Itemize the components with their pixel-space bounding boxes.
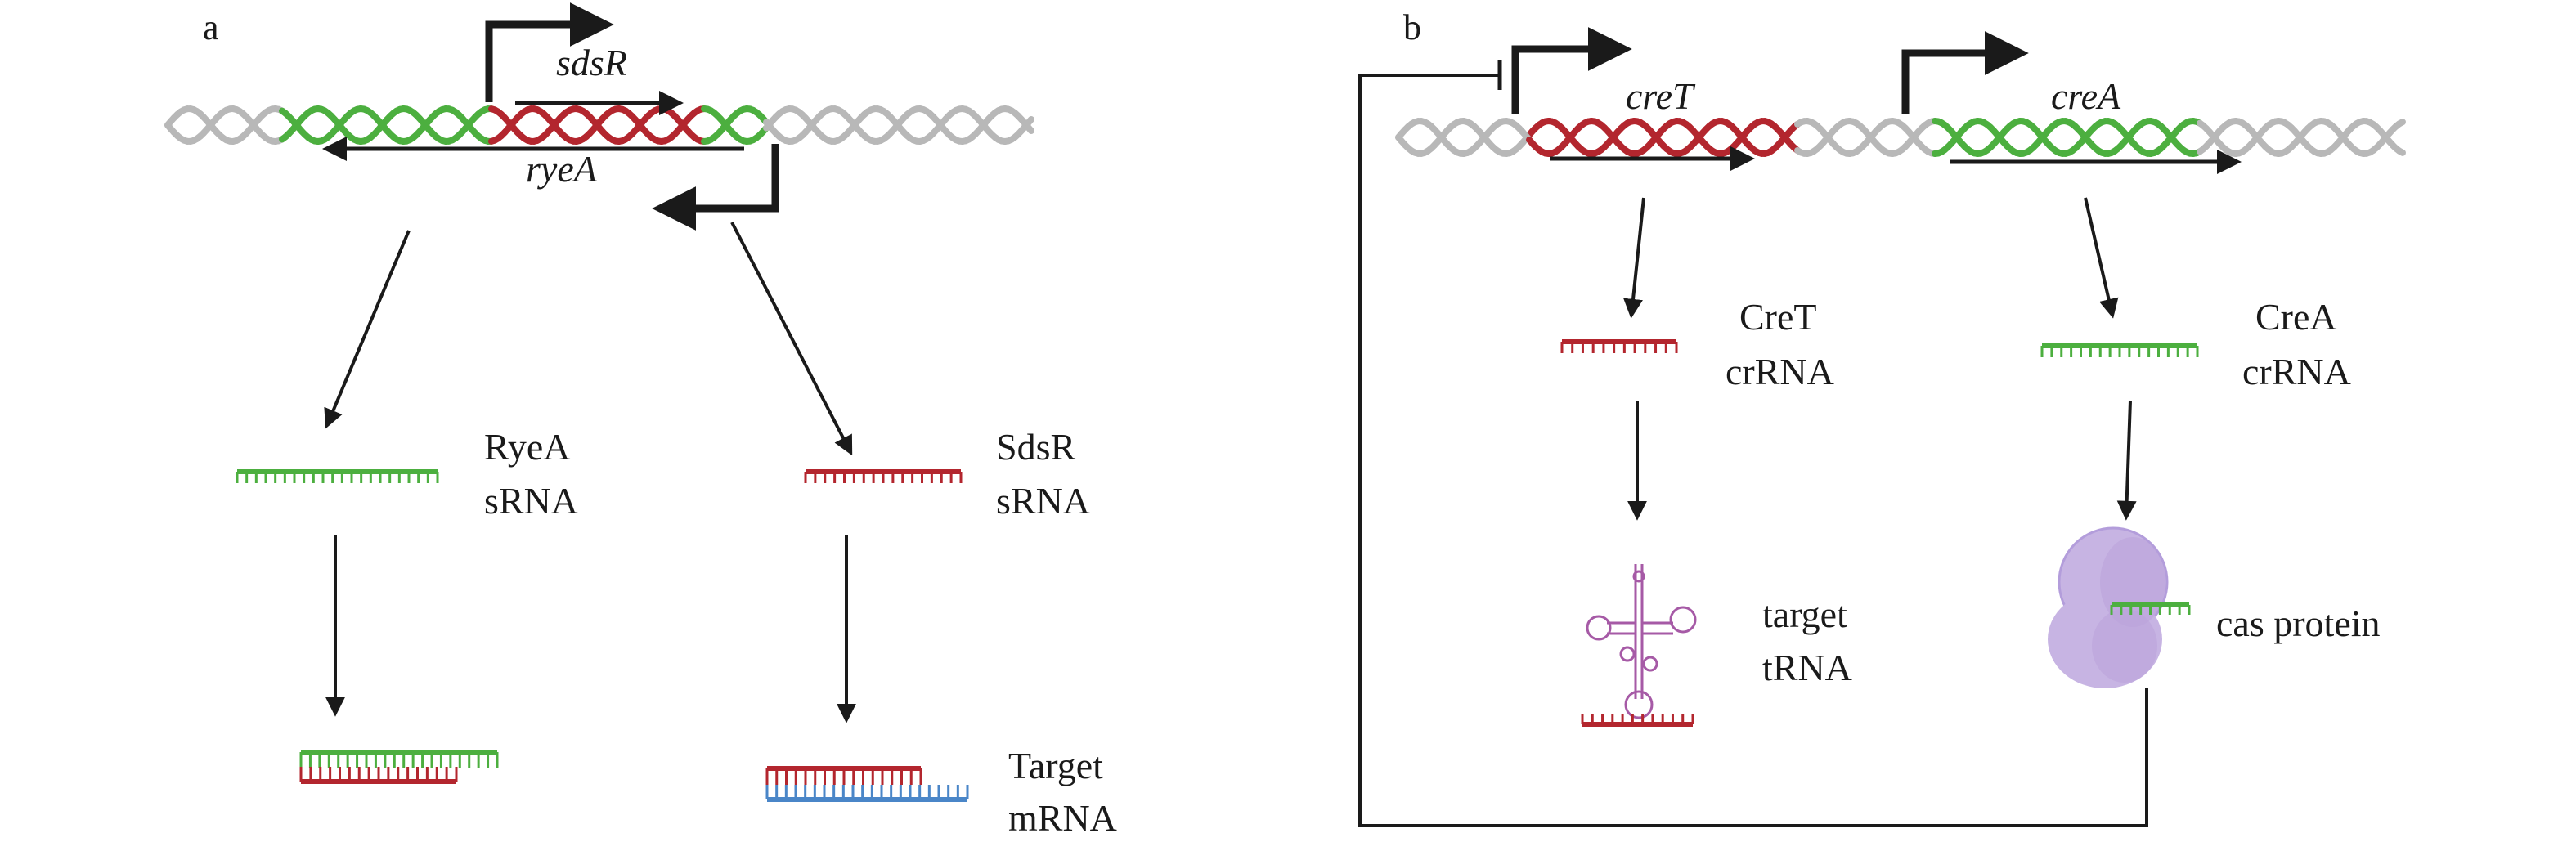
creA-label-line1: CreA <box>2255 296 2337 338</box>
target-trna-icon <box>1586 564 1697 719</box>
arrow-creA-to-cas <box>2116 400 2137 521</box>
trna-label-line2: tRNA <box>1762 647 1852 688</box>
ryeA-srna-strand <box>236 469 439 483</box>
gene-sdsR-label: sdsR <box>556 42 627 83</box>
creT-label-line1: CreT <box>1739 296 1817 338</box>
gene-creT-label: creT <box>1626 75 1696 117</box>
creA-label-line2: crRNA <box>2242 351 2351 392</box>
cas-protein-label: cas protein <box>2216 602 2381 644</box>
feedback-inhibition-line <box>1358 74 2148 827</box>
sdsR-label-line2: sRNA <box>996 480 1090 522</box>
arrow-to-creA-crrna <box>2084 197 2119 319</box>
panel-a: a sdsR ryeA RyeA sRNA SdsR sRNA Target m… <box>164 2 1117 839</box>
dna-helix-b <box>1395 118 2406 157</box>
creT-promoter-arrow <box>1511 27 1632 114</box>
creT-crrna-strand <box>1560 339 1678 353</box>
target-mrna-line1: Target <box>1008 745 1103 786</box>
creA-promoter-arrow <box>1901 31 2029 114</box>
ryeA-promoter-arrow <box>652 144 779 231</box>
sdsR-label-line1: SdsR <box>996 426 1075 468</box>
trna-anchor-strand <box>1581 714 1694 727</box>
sdsR-srna-strand <box>804 469 963 483</box>
sdsR-mrna-duplex <box>765 766 969 802</box>
target-mrna-line2: mRNA <box>1008 797 1117 839</box>
panel-b: b creT creA CreT crRNA CreA crRNA <box>1358 7 2406 827</box>
arrow-to-ryeA-srna <box>324 230 411 429</box>
panel-b-label: b <box>1403 7 1421 47</box>
creA-crrna-strand <box>2040 343 2199 357</box>
dna-helix-a <box>164 105 1034 145</box>
arrow-to-sdsR-srna <box>730 222 853 456</box>
cas-bound-crrna <box>2110 602 2191 615</box>
arrow-to-creT-crrna <box>1623 197 1645 319</box>
creT-label-line2: crRNA <box>1726 351 1834 392</box>
ryeA-duplex <box>299 750 499 784</box>
sdsR-promoter-arrow <box>485 2 614 102</box>
gene-creA-label: creA <box>2051 75 2121 117</box>
trna-label-line1: target <box>1762 593 1847 635</box>
ryeA-label-line2: sRNA <box>484 480 578 522</box>
gene-ryeA-label: ryeA <box>526 148 598 190</box>
panel-a-label: a <box>203 7 219 47</box>
ryeA-label-line1: RyeA <box>484 426 570 468</box>
